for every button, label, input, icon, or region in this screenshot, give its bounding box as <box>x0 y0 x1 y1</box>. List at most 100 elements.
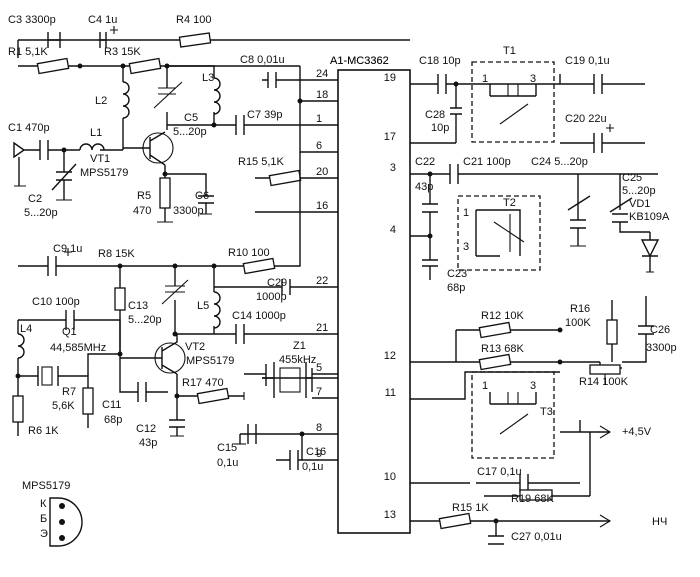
ic-pin-10: 10 <box>384 471 396 483</box>
label-c13: C13 <box>128 300 148 312</box>
label-r13: R13 68K <box>481 343 524 355</box>
label-vt2: VT2 <box>185 341 205 353</box>
label-r10: R10 100 <box>228 247 270 259</box>
label-c19: C19 0,1u <box>565 55 610 67</box>
label-c25: C25 <box>622 172 642 184</box>
label-r1: R1 5,1K <box>8 46 48 58</box>
label-r3: R3 15K <box>104 46 141 58</box>
label-r15b: R15 1K <box>452 502 489 514</box>
ic-pin-21: 21 <box>316 322 328 334</box>
label-r4: R4 100 <box>176 14 211 26</box>
ic-pin-24: 24 <box>316 68 328 80</box>
label-c12v: 43p <box>139 437 157 449</box>
label-c3: C3 3300p <box>8 14 56 26</box>
label-l1: L1 <box>90 127 102 139</box>
ic-title: A1-MC3362 <box>330 55 389 67</box>
ic-pin-6: 6 <box>316 140 322 152</box>
label-c8: C8 0,01u <box>240 54 285 66</box>
label-c22v: 43p <box>415 181 433 193</box>
label-c27: C27 0,01u <box>511 531 562 543</box>
label-c20: C20 22u <box>565 113 607 125</box>
label-c29v: 1000p <box>256 291 287 303</box>
label-c11: C11 <box>102 399 121 411</box>
label-t2p3: 3 <box>463 241 469 253</box>
ic-pin-7: 7 <box>316 386 322 398</box>
label-c4: C4 1u <box>88 14 117 26</box>
label-c6: C6 <box>195 190 209 202</box>
label-t3p1: 1 <box>482 380 488 392</box>
label-c29: C29 <box>267 277 287 289</box>
ic-pin-11: 11 <box>385 387 396 399</box>
label-nch: НЧ <box>652 516 667 528</box>
ic-pin-4: 4 <box>390 224 396 236</box>
label-l4: L4 <box>20 323 32 335</box>
ic-pin-18: 18 <box>316 89 328 101</box>
label-r16: R16 <box>570 303 590 315</box>
label-l2: L2 <box>95 95 107 107</box>
label-c13v: 5...20p <box>128 314 162 326</box>
label-c28: C28 <box>425 109 445 121</box>
label-c6v: 3300p <box>173 205 204 217</box>
label-t3: T3 <box>540 406 553 418</box>
label-r19: R19 68K <box>511 493 554 505</box>
label-c2v: 5...20p <box>24 207 58 219</box>
label-r7: R7 <box>62 386 76 398</box>
right-stages <box>410 61 660 545</box>
vt2-stage <box>12 152 338 470</box>
ic-pin-19: 19 <box>384 72 396 84</box>
label-t1p3: 3 <box>530 73 536 85</box>
label-c24: C24 5...20p <box>531 156 588 168</box>
label-z1f: 455kHz <box>279 354 316 366</box>
label-vd1: VD1 <box>629 198 650 210</box>
label-c17: C17 0,1u <box>477 466 522 478</box>
label-r16v: 100K <box>565 317 591 329</box>
label-vt1t: MPS5179 <box>80 167 128 179</box>
ic-pin-3: 3 <box>390 162 396 174</box>
label-c11v: 68p <box>104 414 122 426</box>
label-c2: C2 <box>28 193 42 205</box>
label-c10: C10 100p <box>32 296 80 308</box>
label-c5: C5 <box>184 112 198 124</box>
label-z1: Z1 <box>293 340 306 352</box>
label-l3: L3 <box>202 72 214 84</box>
mps5179-pinout <box>49 497 83 547</box>
label-c15v: 0,1u <box>217 457 238 469</box>
ic-body <box>337 69 411 534</box>
label-c26: C26 <box>650 324 670 336</box>
ic-pin-22: 22 <box>316 275 328 287</box>
label-c16v: 0,1u <box>302 461 323 473</box>
label-t3p3: 3 <box>530 380 536 392</box>
label-c18: C18 10p <box>419 55 461 67</box>
labels-layer: C3 3300p C4 1u R4 100 R1 5,1K R3 15K C8 0,01u… <box>8 14 677 543</box>
label-c16: C16 <box>306 446 326 458</box>
label-c9: C9 1u <box>53 243 82 255</box>
label-mpslabel: MPS5179 <box>22 480 70 492</box>
label-pk: К <box>40 498 47 510</box>
ic-pin-13: 13 <box>384 509 396 521</box>
label-q1: Q1 <box>62 326 77 338</box>
label-r8: R8 15K <box>98 248 135 260</box>
label-c28v: 10p <box>431 122 449 134</box>
label-r17: R17 470 <box>182 377 224 389</box>
label-c23v: 68p <box>447 282 465 294</box>
ic-pin-12: 12 <box>384 350 396 362</box>
label-vd1t: KB109A <box>629 211 670 223</box>
label-q1f: 44,585MHz <box>50 342 106 354</box>
label-r12: R12 10K <box>481 310 524 322</box>
label-c7: C7 39p <box>247 109 282 121</box>
label-c1: C1 470p <box>8 122 50 134</box>
label-c12: C12 <box>136 423 156 435</box>
label-c22: C22 <box>415 156 435 168</box>
label-plus45: +4,5V <box>622 426 652 438</box>
label-c25v: 5...20p <box>622 185 656 197</box>
label-t2p1: 1 <box>463 207 469 219</box>
label-c5v: 5...20p <box>173 126 207 138</box>
label-t1p1: 1 <box>482 73 488 85</box>
label-c21: C21 100p <box>463 156 511 168</box>
label-l5: L5 <box>197 300 209 312</box>
label-c15: C15 <box>217 442 237 454</box>
ic-pin-5: 5 <box>316 362 322 374</box>
label-vt1: VT1 <box>90 153 110 165</box>
label-c26v: 3300p <box>646 342 677 354</box>
